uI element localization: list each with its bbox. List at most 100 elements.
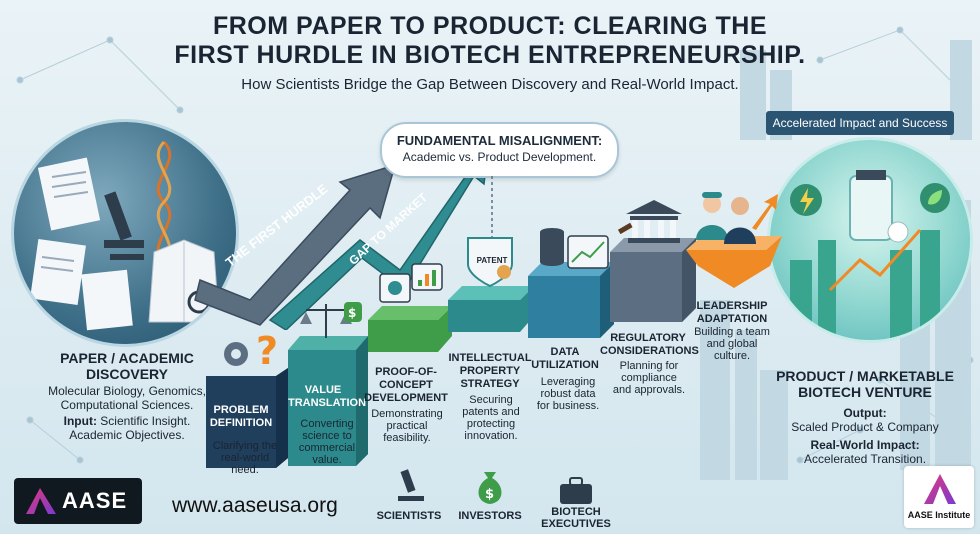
impact-value: Accelerated Transition. (803, 452, 927, 466)
step-proof-of-concept-label: PROOF-OF- CONCEPT DEVELOPMENT (364, 366, 448, 405)
step-4-desc-1: Securing (469, 394, 513, 406)
website-url[interactable]: www.aaseusa.org (172, 494, 338, 517)
step-4-desc-4: innovation. (464, 430, 518, 442)
step-problem-definition-label: PROBLEM DEFINITION (206, 404, 276, 430)
academic-heading: PAPER / ACADEMIC DISCOVERY (22, 350, 232, 382)
chart-screens-icon (379, 263, 443, 303)
step-7-label-1: LEADERSHIP (696, 300, 768, 312)
output-value: Scaled Product & Company (791, 420, 939, 434)
academic-heading-line-1: PAPER / ACADEMIC (60, 350, 194, 366)
step-7-desc-3: culture. (713, 350, 751, 362)
input-value-1: Scientific Insight. (96, 414, 191, 428)
step-value-translation-block (288, 336, 368, 466)
step-problem-definition-desc: Clarifying the real-world need. (208, 440, 282, 476)
aase-institute-logo: AASE Institute (904, 466, 974, 528)
venture-illustration (790, 170, 950, 340)
scale-icon: $ (300, 302, 362, 338)
venture-heading-line-2: BIOTECH VENTURE (798, 384, 932, 400)
academic-discovery-panel: PAPER / ACADEMIC DISCOVERY Molecular Bio… (22, 350, 232, 442)
svg-text:?: ? (256, 329, 278, 370)
step-regulatory-desc: Planning for compliance and approvals. (606, 360, 692, 396)
step-leadership-label: LEADERSHIP ADAPTATION (690, 300, 774, 326)
step-4-desc-3: protecting (466, 418, 516, 430)
aase-logo-text: AASE (62, 488, 128, 513)
leaders-icon (696, 192, 778, 244)
marketable-venture-circle (770, 140, 970, 340)
step-data-utilization-desc: Leveraging robust data for business. (530, 376, 606, 412)
step-2-label-1: VALUE (304, 384, 342, 396)
aase-logo-mark (26, 488, 56, 514)
step-7-label-2: ADAPTATION (696, 313, 768, 325)
step-5-desc-1: Leveraging (540, 376, 596, 388)
step-5-label-1: DATA (550, 346, 580, 358)
subtitle: How Scientists Bridge the Gap Between Di… (241, 76, 739, 93)
leaf-icon (928, 190, 942, 205)
role-executives-label: BIOTECH EXECUTIVES (534, 506, 618, 530)
step-3-label-1: PROOF-OF- (375, 366, 437, 378)
step-2-desc-4: value. (312, 454, 342, 466)
step-value-translation-desc: Converting science to commercial value. (292, 418, 362, 466)
step-6-desc-3: and approvals. (612, 384, 686, 396)
step-leadership-desc: Building a team and global culture. (690, 326, 774, 362)
briefcase-icon (560, 477, 592, 504)
step-6-label-2: CONSIDERATIONS (600, 345, 699, 357)
step-7-desc-1: Building a team (694, 326, 770, 338)
lightning-icon (800, 188, 814, 214)
role-investors-label: INVESTORS (458, 510, 522, 522)
academic-fields-line-2: Computational Sciences. (60, 398, 194, 412)
page-title: FROM PAPER TO PRODUCT: CLEARING THE FIRS… (0, 12, 980, 70)
svg-text:$: $ (485, 487, 494, 502)
misalignment-heading: FUNDAMENTAL MISALIGNMENT: (396, 133, 603, 148)
step-4-label-1: INTELLECTUAL (448, 352, 532, 364)
impact-banner: Accelerated Impact and Success (766, 111, 954, 135)
step-problem-definition-block (206, 368, 288, 468)
step-1-desc-3: need. (231, 464, 259, 476)
svg-text:$: $ (348, 306, 356, 320)
step-7-desc-2: and global (706, 338, 758, 350)
step-2-desc-1: Converting (300, 418, 354, 430)
step-proof-of-concept-desc: Demonstrating practical feasibility. (366, 408, 448, 444)
step-3-label-3: DEVELOPMENT (364, 392, 448, 404)
input-value-2: Academic Objectives. (69, 428, 185, 442)
step-3-desc-2: practical (386, 420, 428, 432)
step-regulatory-label: REGULATORY CONSIDERATIONS (600, 332, 699, 358)
venture-output: Output: Scaled Product & Company (760, 406, 970, 434)
step-regulatory-block (610, 238, 696, 322)
step-5-label-2: UTILIZATION (531, 359, 599, 371)
academic-input: Input: Scientific Insight. Academic Obje… (22, 414, 232, 442)
step-5-desc-2: robust data (540, 388, 596, 400)
step-2-desc-2: science to (302, 430, 352, 442)
title-line-2: FIRST HURDLE IN BIOTECH ENTREPRENEURSHIP… (174, 41, 806, 69)
gears-question-icon: ? (224, 329, 278, 370)
output-label: Output: (843, 406, 887, 420)
step-6-label-1: REGULATORY (610, 332, 686, 344)
step-data-utilization-label: DATA UTILIZATION (526, 346, 604, 372)
venture-heading: PRODUCT / MARKETABLE BIOTECH VENTURE (760, 368, 970, 400)
misalignment-text: Academic vs. Product Development. (402, 150, 597, 164)
misalignment-callout: FUNDAMENTAL MISALIGNMENT: Academic vs. P… (380, 122, 619, 178)
aase-institute-text: AASE Institute (907, 510, 971, 520)
step-4-desc-2: patents and (462, 406, 520, 418)
patent-shield-icon (467, 237, 513, 288)
step-ip-strategy-label: INTELLECTUAL PROPERTY STRATEGY (446, 352, 534, 391)
step-3-desc-3: feasibility. (383, 432, 431, 444)
role-executives-line-2: EXECUTIVES (541, 518, 611, 530)
role-scientists-label: SCIENTISTS (376, 510, 442, 522)
money-bag-icon: $ (478, 472, 502, 504)
academic-discovery-circle (14, 122, 236, 344)
step-1-label-2: DEFINITION (209, 417, 273, 429)
step-4-label-2: PROPERTY (459, 365, 521, 377)
title-line-1: FROM PAPER TO PRODUCT: CLEARING THE (212, 12, 768, 40)
step-value-translation-label: VALUE TRANSLATION (288, 384, 366, 410)
step-2-desc-3: commercial (298, 442, 356, 454)
microscope-icon (398, 469, 424, 501)
role-executives-line-1: BIOTECH (551, 506, 601, 518)
step-6-desc-1: Planning for (619, 360, 679, 372)
impact-label: Real-World Impact: (810, 438, 920, 452)
lab-illustration (30, 140, 220, 331)
step-4-label-3: STRATEGY (460, 378, 520, 390)
venture-heading-line-1: PRODUCT / MARKETABLE (776, 368, 954, 384)
academic-fields-line-1: Molecular Biology, Genomics, (48, 384, 206, 398)
database-chart-icon (540, 228, 609, 269)
step-1-label-1: PROBLEM (213, 404, 269, 416)
